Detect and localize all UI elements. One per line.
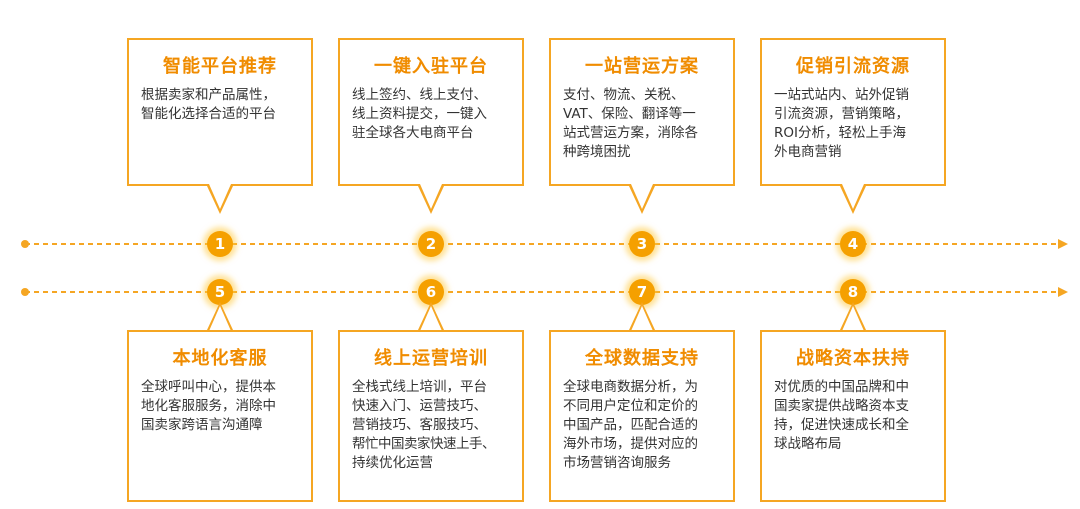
- pointer-up-inner: [631, 306, 653, 331]
- card-desc-line: 对优质的中国品牌和中: [774, 379, 909, 395]
- timeline-bottom: [21, 287, 1068, 297]
- card-desc-line: 持续优化运营: [352, 455, 433, 471]
- card-desc-line: 全栈式线上培训，平台: [352, 379, 487, 395]
- card-desc-line: 根据卖家和产品属性，: [141, 87, 276, 103]
- card-3: 一站营运方案 支付、物流、关税、 VAT、保险、翻译等一 站式营运方案，消除各 …: [549, 38, 735, 186]
- timeline-top: [21, 239, 1068, 249]
- step-number-8: 8: [840, 279, 866, 305]
- card-1: 智能平台推荐 根据卖家和产品属性， 智能化选择合适的平台: [127, 38, 313, 186]
- pointer-down-inner: [420, 184, 442, 209]
- card-5: 本地化客服 全球呼叫中心，提供本 地化客服服务，消除中 国卖家跨语言沟通障: [127, 330, 313, 502]
- card-desc-line: 国卖家跨语言沟通障: [141, 417, 263, 433]
- card-desc-line: 球战略布局: [774, 436, 842, 452]
- card-desc-line: 引流资源，营销策略，: [774, 106, 909, 122]
- card-desc-line: 海外市场，提供对应的: [563, 436, 698, 452]
- card-desc-line: 一站式站内、站外促销: [774, 87, 909, 103]
- card-desc-line: 驻全球各大电商平台: [352, 125, 474, 141]
- card-desc-line: 中国产品，匹配合适的: [563, 417, 698, 433]
- step-number-2: 2: [418, 231, 444, 257]
- card-desc-line: 线上签约、线上支付、: [352, 87, 487, 103]
- card-desc-line: ROI分析，轻松上手海: [774, 125, 906, 141]
- card-desc-line: 持，促进快速成长和全: [774, 417, 909, 433]
- card-2: 一键入驻平台 线上签约、线上支付、 线上资料提交，一键入 驻全球各大电商平台: [338, 38, 524, 186]
- card-8: 战略资本扶持 对优质的中国品牌和中 国卖家提供战略资本支 持，促进快速成长和全 …: [760, 330, 946, 502]
- card-desc-line: 全球电商数据分析，为: [563, 379, 698, 395]
- pointer-up-inner: [842, 306, 864, 331]
- step-number-4: 4: [840, 231, 866, 257]
- card-desc-line: 站式营运方案，消除各: [563, 125, 698, 141]
- pointer-down-inner: [842, 184, 864, 209]
- card-6: 线上运营培训 全栈式线上培训，平台 快速入门、运营技巧、 营销技巧、客服技巧、 …: [338, 330, 524, 502]
- card-4: 促销引流资源 一站式站内、站外促销 引流资源，营销策略， ROI分析，轻松上手海…: [760, 38, 946, 186]
- card-desc-line: 帮忙中国卖家快速上手、: [352, 436, 496, 452]
- card-desc-line: 外电商营销: [774, 144, 842, 160]
- card-desc-line: 全球呼叫中心，提供本: [141, 379, 276, 395]
- step-number-7: 7: [629, 279, 655, 305]
- card-title: 促销引流资源: [796, 56, 910, 77]
- arrow-right-icon: [1058, 287, 1068, 297]
- pointer-down-inner: [209, 184, 231, 209]
- card-desc-line: 市场营销咨询服务: [563, 455, 671, 471]
- card-desc-line: 地化客服服务，消除中: [141, 398, 276, 414]
- card-title: 智能平台推荐: [163, 56, 277, 77]
- card-desc-line: 智能化选择合适的平台: [141, 106, 276, 122]
- card-title: 战略资本扶持: [796, 348, 910, 369]
- card-title: 全球数据支持: [585, 348, 699, 369]
- step-number-5: 5: [207, 279, 233, 305]
- step-number-6: 6: [418, 279, 444, 305]
- card-desc-line: 快速入门、运营技巧、: [352, 398, 487, 414]
- card-title: 线上运营培训: [374, 348, 488, 369]
- card-title: 一键入驻平台: [374, 56, 488, 77]
- pointer-up-inner: [420, 306, 442, 331]
- card-7: 全球数据支持 全球电商数据分析，为 不同用户定位和定价的 中国产品，匹配合适的 …: [549, 330, 735, 502]
- card-title: 一站营运方案: [585, 56, 699, 77]
- card-desc-line: 线上资料提交，一键入: [352, 106, 487, 122]
- pointer-down-inner: [631, 184, 653, 209]
- card-desc-line: 支付、物流、关税、: [563, 87, 685, 103]
- step-number-3: 3: [629, 231, 655, 257]
- card-desc-line: 营销技巧、客服技巧、: [352, 417, 487, 433]
- card-desc-line: 国卖家提供战略资本支: [774, 398, 909, 414]
- pointer-up-inner: [209, 306, 231, 331]
- arrow-right-icon: [1058, 239, 1068, 249]
- card-desc-line: 种跨境困扰: [563, 144, 631, 160]
- card-title: 本地化客服: [172, 348, 268, 369]
- card-desc-line: VAT、保险、翻译等一: [563, 106, 696, 122]
- step-number-1: 1: [207, 231, 233, 257]
- card-desc-line: 不同用户定位和定价的: [563, 398, 698, 414]
